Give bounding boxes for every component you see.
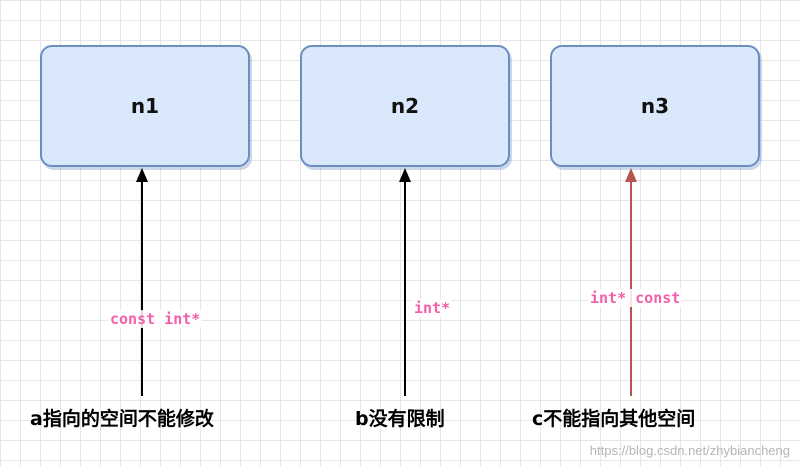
node-n1: n1 bbox=[40, 45, 250, 167]
node-n3-label: n3 bbox=[640, 94, 670, 118]
edge-label-int-ptr: int* bbox=[412, 299, 453, 317]
caption-c: c不能指向其他空间 bbox=[532, 408, 696, 430]
node-n1-label: n1 bbox=[130, 94, 160, 118]
node-n2: n2 bbox=[300, 45, 510, 167]
watermark: https://blog.csdn.net/zhybiancheng bbox=[589, 443, 790, 458]
caption-a: a指向的空间不能修改 bbox=[30, 408, 214, 430]
caption-b: b没有限制 bbox=[355, 408, 445, 430]
edge-c-n3-arrowhead bbox=[625, 168, 637, 182]
node-n3: n3 bbox=[550, 45, 760, 167]
node-n2-label: n2 bbox=[390, 94, 420, 118]
edge-a-n1-arrowhead bbox=[136, 168, 148, 182]
edge-b-n2-arrowhead bbox=[399, 168, 411, 182]
edge-label-const-int-ptr: const int* bbox=[108, 310, 203, 328]
edge-label-int-ptr-const: int* const bbox=[588, 289, 683, 307]
